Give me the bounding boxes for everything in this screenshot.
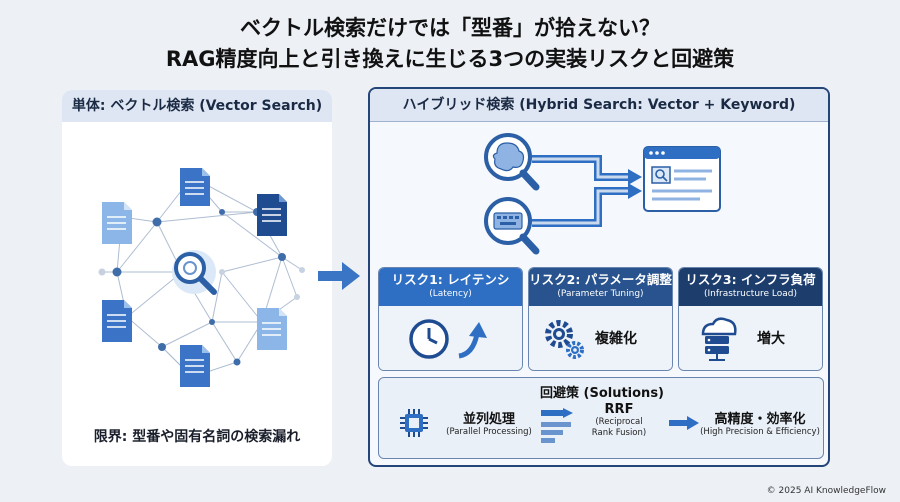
rank-fusion-icon — [541, 408, 573, 443]
risk-effect: 増大 — [757, 331, 785, 347]
hybrid-search-panel: ハイブリッド検索 (Hybrid Search: Vector + Keywor… — [368, 87, 830, 467]
risk-card-latency: リスク1: レイテンシ (Latency) — [378, 267, 523, 371]
hybrid-search-header: ハイブリッド検索 (Hybrid Search: Vector + Keywor… — [370, 89, 828, 122]
document-icon — [257, 194, 287, 236]
document-icon — [102, 300, 132, 342]
copyright: © 2025 AI KnowledgeFlow — [766, 486, 886, 496]
solutions-box: 回避策 (Solutions) 並列処理 (Parallel Processin… — [378, 377, 824, 459]
vector-search-header: 単体: ベクトル検索 (Vector Search) — [62, 90, 332, 122]
risk-title: リスク2: パラメータ調整 — [529, 272, 672, 287]
risk-subtitle: (Latency) — [429, 289, 472, 299]
risk-title: リスク1: レイテンシ — [391, 272, 510, 287]
risk-card-infrastructure-load: リスク3: インフラ負荷 (Infrastructure Load) 増大 — [678, 267, 823, 371]
clock-rising-arrow-icon — [409, 319, 487, 359]
brain-search-icon — [484, 133, 540, 191]
arrow-right-icon — [318, 262, 360, 290]
solution-parallel-processing: 並列処理 (Parallel Processing) — [446, 412, 532, 437]
document-icon — [180, 345, 210, 387]
cloud-server-icon — [701, 317, 737, 361]
vector-search-limitation: 限界: 型番や固有名詞の検索漏れ — [93, 429, 301, 445]
keyboard-search-icon — [484, 197, 540, 255]
solutions-title: 回避策 (Solutions) — [539, 386, 664, 401]
document-icon — [257, 308, 287, 350]
vector-search-panel: 単体: ベクトル検索 (Vector Search) — [62, 90, 332, 466]
risk-subtitle: (Parameter Tuning) — [557, 289, 644, 299]
solution-high-precision: 高精度・効率化 (High Precision & Efficiency) — [700, 412, 820, 437]
risk-title: リスク3: インフラ負荷 — [685, 272, 816, 287]
document-icon — [180, 168, 210, 206]
document-icon — [102, 202, 132, 244]
risk-effect: 複雑化 — [595, 331, 637, 347]
vector-network-diagram — [98, 168, 305, 387]
cpu-chip-icon — [400, 409, 428, 437]
risk-card-parameter-tuning: リスク2: パラメータ調整 (Parameter Tuning) 複雑化 — [528, 267, 673, 371]
arrow-right-icon — [669, 416, 699, 430]
risk-subtitle: (Infrastructure Load) — [703, 289, 798, 299]
hybrid-search-illustration — [484, 133, 721, 255]
browser-window-icon — [643, 146, 721, 212]
title-line-1: ベクトル検索だけでは「型番」が拾えない？ — [240, 16, 660, 40]
title-line-2: RAG精度向上と引き換えに生じる3つの実装リスクと回避策 — [165, 47, 735, 71]
magnifier-icon — [172, 250, 217, 295]
solution-rrf: RRF (Reciprocal Rank Fusion) — [591, 402, 647, 438]
gears-icon — [545, 320, 584, 359]
